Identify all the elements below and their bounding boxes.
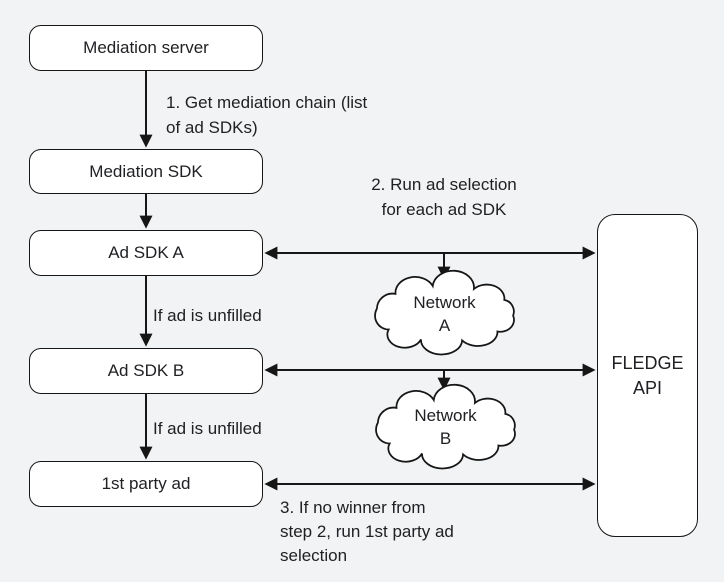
first-party-ad-box: 1st party ad: [29, 461, 263, 507]
mediation-server-box: Mediation server: [29, 25, 263, 71]
mediation-sdk-box: Mediation SDK: [29, 149, 263, 194]
network-a-cloud: [374, 269, 515, 356]
step2-annotation: 2. Run ad selection for each ad SDK: [371, 175, 517, 219]
if-unfilled-annotation-2: If ad is unfilled: [153, 419, 262, 438]
ad-sdk-a-box: Ad SDK A: [29, 230, 263, 276]
network-b-cloud: [375, 383, 516, 470]
step1-annotation: 1. Get mediation chain (list of ad SDKs): [166, 93, 368, 137]
if-unfilled-annotation-1: If ad is unfilled: [153, 306, 262, 325]
step3-annotation: 3. If no winner from step 2, run 1st par…: [280, 498, 454, 565]
network-b-label: Network B: [414, 406, 477, 448]
network-a-label: Network A: [413, 293, 476, 335]
fledge-api-box: FLEDGE API: [597, 214, 698, 537]
ad-sdk-b-box: Ad SDK B: [29, 348, 263, 394]
